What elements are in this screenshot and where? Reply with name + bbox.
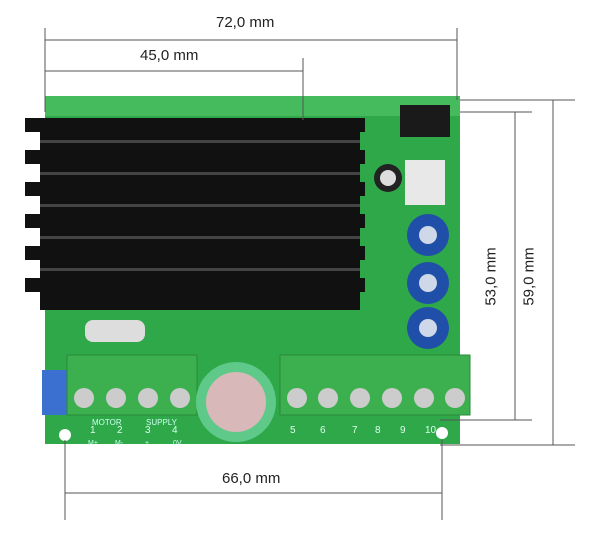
terminal-block-right [279,354,471,416]
terminal-num: 10 [425,425,437,436]
terminal-num: 3 [145,425,151,436]
board-label-motor: MOTOR [92,418,122,427]
mounting-hole [59,429,71,441]
terminal-num: 7 [352,425,358,436]
terminal-num: 5 [290,425,296,436]
heatsink [25,118,365,310]
power-resistor [85,320,145,342]
terminal-num: 1 [90,425,96,436]
pcb-highlight [45,96,460,116]
dimension-height-total: 59,0 mm [520,247,538,306]
terminal-num: 2 [117,425,123,436]
terminal-num: 8 [375,425,381,436]
potentiometers [407,214,449,349]
pin-label: 0V [173,440,182,447]
terminal-num: 9 [400,425,406,436]
terminal-block-left [66,354,198,416]
dip-switch [405,160,445,205]
pin-header [400,105,450,137]
terminal-num: 6 [320,425,326,436]
pin-label: + [145,440,150,447]
board-label-supply: SUPPLY [146,418,177,427]
pin-label: M- [115,440,124,447]
terminal-num: 4 [172,425,178,436]
dimension-width-total: 72,0 mm [216,14,275,31]
blue-capacitor [42,370,67,415]
dimension-lines [44,28,575,520]
pin-label: M+ [88,440,98,447]
dimension-width-partial: 45,0 mm [140,47,199,64]
dimension-height-inner: 53,0 mm [482,247,500,306]
mounting-hole [436,427,448,439]
dimension-hole-spacing: 66,0 mm [222,470,281,487]
